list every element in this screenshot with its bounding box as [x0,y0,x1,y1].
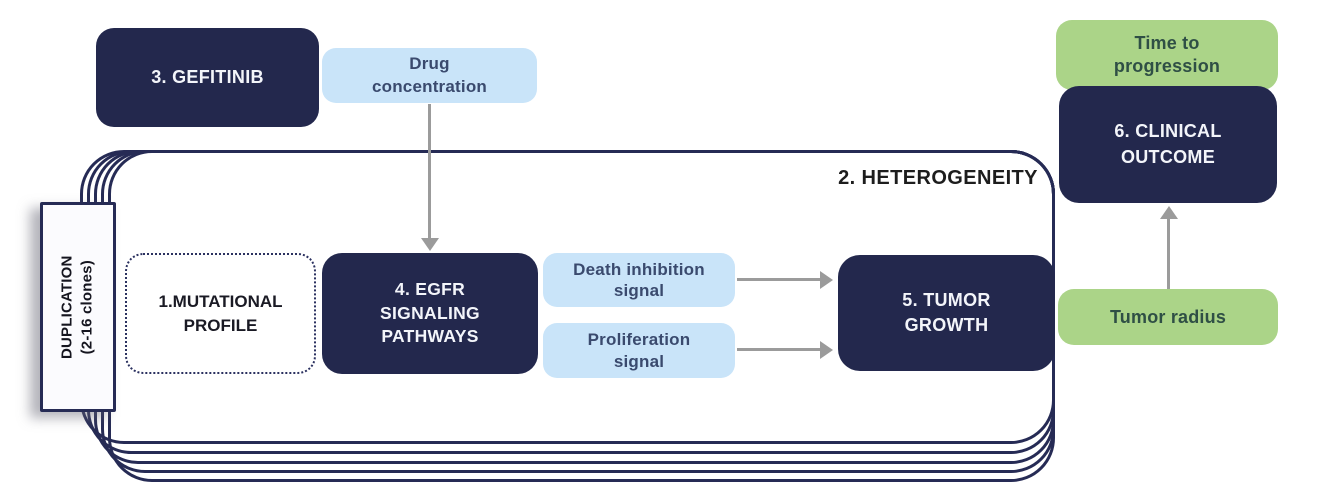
node-tumor-growth-label: 5. TUMOR GROWTH [902,289,991,335]
node-gefitinib: 3. GEFITINIB [96,28,319,127]
arrow-death-to-tumor-growth [737,278,822,281]
node-proliferation-signal: Proliferation signal [543,323,735,378]
node-duplication: DUPLICATION (2-16 clones) [40,202,116,412]
node-tumor-growth: 5. TUMOR GROWTH [838,255,1055,371]
node-proliferation-label: Proliferation signal [587,330,691,371]
node-time-to-progression-label: Time to progression [1113,32,1221,76]
arrowhead-down-icon [421,238,439,251]
arrowhead-up-icon [1160,206,1178,219]
node-clinical-outcome-label: 6. CLINICAL OUTCOME [1114,121,1222,167]
arrow-proliferation-to-tumor-growth [737,348,822,351]
arrowhead-right-icon [820,271,833,289]
node-duplication-label: DUPLICATION (2-16 clones) [58,255,96,359]
node-mutational-profile-label: 1.MUTATIONAL PROFILE [158,291,283,335]
node-time-to-progression: Time to progression [1056,20,1278,90]
arrowhead-right-icon [820,341,833,359]
node-tumor-radius: Tumor radius [1058,289,1278,345]
node-drug-concentration-label: Drug concentration [371,54,487,96]
node-drug-concentration: Drug concentration [322,48,537,103]
node-tumor-radius-label: Tumor radius [1109,306,1227,327]
node-egfr-label: 4. EGFR SIGNALING PATHWAYS [380,279,480,347]
node-death-inhibition-signal: Death inhibition signal [543,253,735,307]
node-gefitinib-label: 3. GEFITINIB [151,67,264,87]
node-mutational-profile: 1.MUTATIONAL PROFILE [125,253,316,374]
node-clinical-outcome: 6. CLINICAL OUTCOME [1059,86,1277,203]
arrow-tumor-radius-to-clinical-outcome [1167,217,1170,289]
arrow-drug-to-egfr [428,104,431,240]
node-egfr-signaling-pathways: 4. EGFR SIGNALING PATHWAYS [322,253,538,374]
compartment-title-heterogeneity: 2. HETEROGENEITY [838,167,1038,189]
node-death-inhibition-label: Death inhibition signal [573,259,705,300]
